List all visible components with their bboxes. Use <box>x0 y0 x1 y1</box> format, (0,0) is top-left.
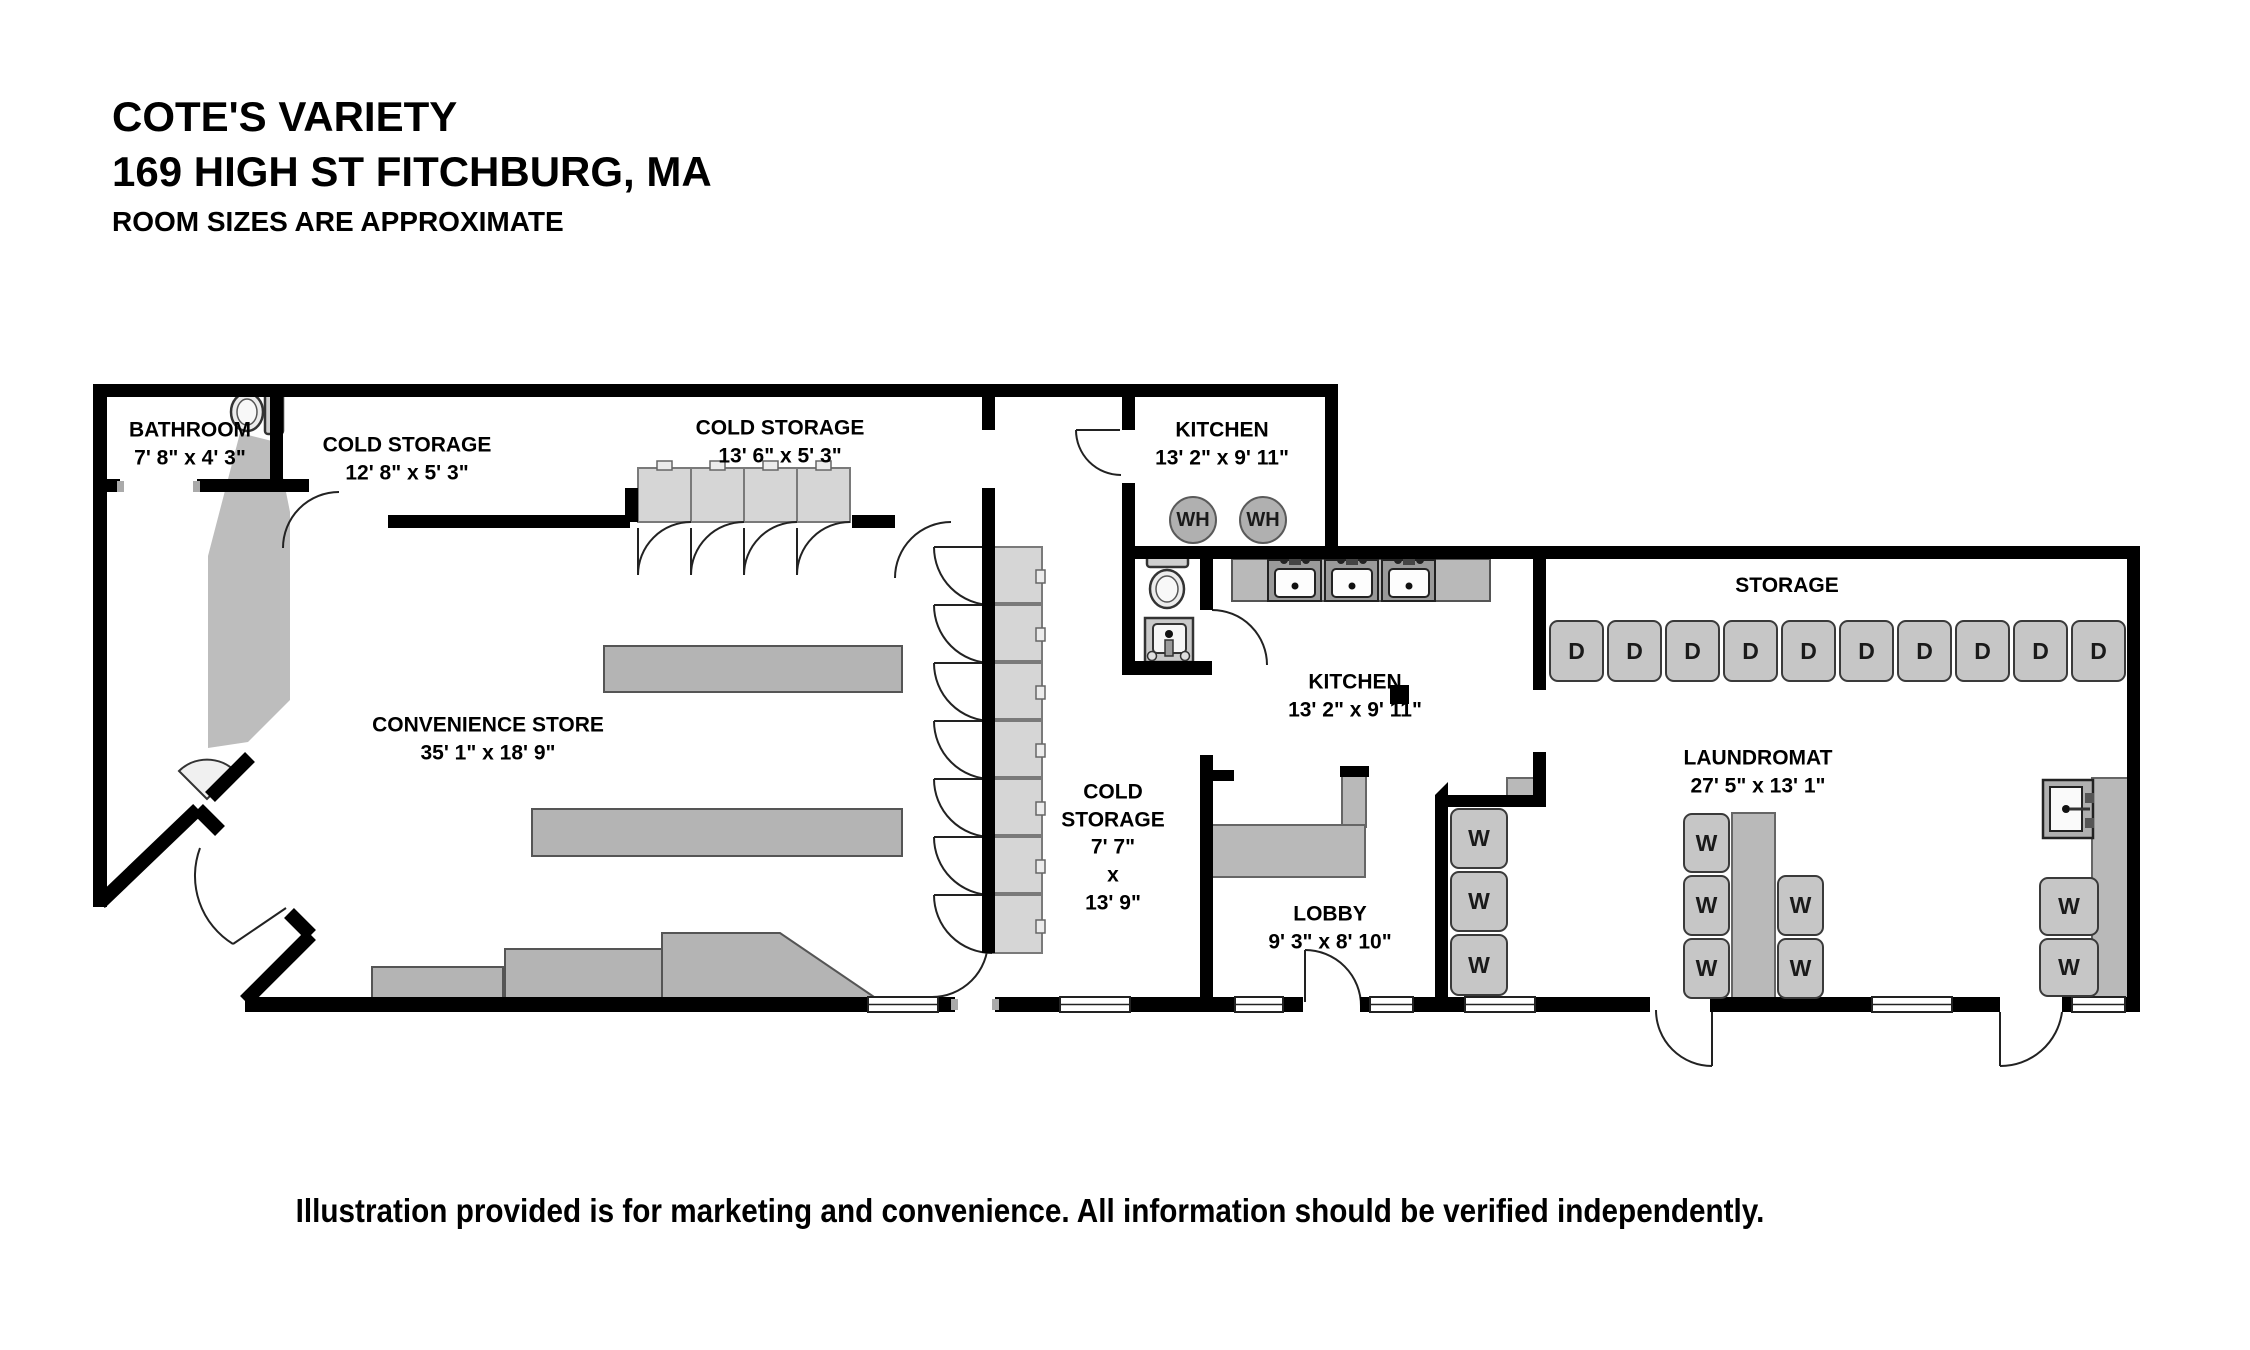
windows <box>867 996 2126 1013</box>
plan-title: COTE'S VARIETY <box>112 93 458 140</box>
dryer-unit: D <box>1723 620 1778 682</box>
plan-address: 169 HIGH ST FITCHBURG, MA <box>112 148 712 195</box>
water-heater-icon: WH <box>1169 496 1217 544</box>
washer-unit: W <box>1777 938 1824 999</box>
washer-unit: W <box>2039 938 2099 997</box>
label-storage: STORAGE <box>1735 574 1839 598</box>
dryer-unit: D <box>2013 620 2068 682</box>
label-cold-storage-mid: COLD STORAGE 7' 7" x 13' 9" <box>1061 780 1165 915</box>
utility-sink-icon <box>2041 778 2095 840</box>
plan-header: COTE'S VARIETY 169 HIGH ST FITCHBURG, MA… <box>112 96 712 236</box>
cooler-column-units <box>991 546 1046 954</box>
dryer-unit: D <box>1839 620 1894 682</box>
counter-end-cap <box>1340 766 1369 777</box>
dryer-unit: D <box>1665 620 1720 682</box>
cooler-row-units <box>637 460 851 523</box>
walls <box>93 384 2140 1012</box>
washer-unit: W <box>1450 808 1508 869</box>
washer-unit: W <box>1450 871 1508 932</box>
washer-unit: W <box>2039 877 2099 936</box>
triple-sink-counter <box>1231 556 1491 602</box>
washer-unit: W <box>1683 875 1730 936</box>
disclaimer-text: Illustration provided is for marketing a… <box>295 1192 1765 1229</box>
washer-unit: W <box>1683 813 1730 873</box>
wc-sink-icon <box>1143 616 1195 664</box>
store-ramp <box>208 433 290 748</box>
dryer-unit: D <box>1549 620 1604 682</box>
dryer-unit: D <box>1781 620 1836 682</box>
laundromat-island <box>1731 812 1776 1002</box>
washer-unit: W <box>1450 934 1508 996</box>
lobby-counter <box>1207 771 1367 878</box>
dryer-unit: D <box>1955 620 2010 682</box>
plan-note: ROOM SIZES ARE APPROXIMATE <box>112 206 564 237</box>
washer-unit: W <box>1777 875 1824 936</box>
dryer-unit: D <box>1607 620 1662 682</box>
store-shelving <box>371 645 903 1002</box>
dryer-unit: D <box>2071 620 2126 682</box>
wc-toilet-icon <box>1145 549 1190 610</box>
door-jambs <box>117 481 999 1010</box>
kitchen-column <box>1390 685 1409 704</box>
water-heater-icon: WH <box>1239 496 1287 544</box>
dryer-unit: D <box>1897 620 1952 682</box>
chamfer-walls <box>95 752 316 1006</box>
washer-unit: W <box>1683 938 1730 999</box>
